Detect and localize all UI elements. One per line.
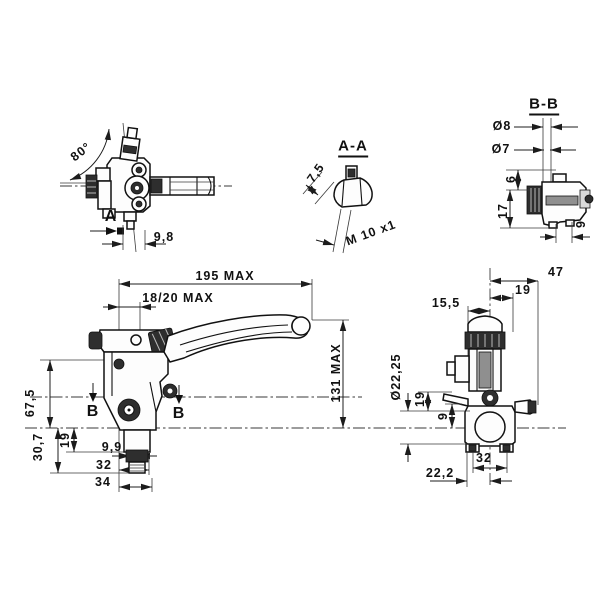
side-view-dim-32: 32	[476, 450, 492, 465]
top-view-drawing	[60, 122, 232, 253]
side-view-drawing	[400, 268, 539, 487]
front-view-drawing	[25, 279, 566, 492]
front-view-dim-67-5: 67,5	[22, 388, 37, 418]
front-view-dim-131-max: 131 MAX	[328, 343, 343, 403]
front-view-dim-30-7: 30,7	[30, 432, 45, 462]
section-bb-dim-17: 17	[495, 203, 510, 219]
side-view-dim-19-top: 19	[515, 282, 531, 297]
front-view-dim-19: 19	[57, 432, 72, 448]
front-view-dim-34: 34	[95, 474, 111, 489]
section-bb-dia-8: Ø8	[492, 118, 512, 133]
side-view-dim-22-2: 22,2	[425, 465, 455, 480]
side-view-dim-15-5: 15,5	[431, 295, 461, 310]
section-b-cut-label-left: B	[86, 403, 100, 420]
section-bb-title: B-B	[529, 97, 559, 116]
front-view-dim-195-max: 195 MAX	[195, 268, 255, 283]
section-bb-drawing	[500, 118, 594, 243]
section-bb-dim-6: 6	[503, 175, 518, 183]
side-view-dim-9: 9	[435, 412, 450, 420]
section-aa-title: A-A	[338, 139, 368, 158]
section-aa-drawing	[302, 165, 373, 254]
side-view-dim-19-side: 19	[412, 391, 427, 407]
section-b-cut-label-right: B	[172, 405, 186, 422]
section-a-cut-label: A	[104, 208, 118, 225]
front-view-dim-9-9: 9,9	[101, 439, 123, 454]
front-view-dim-18-20-max: 18/20 MAX	[142, 290, 214, 305]
top-view-dim-9-8: 9,8	[153, 229, 175, 244]
side-view-dim-47: 47	[548, 264, 564, 279]
section-bb-dia-7: Ø7	[491, 141, 511, 156]
side-view-dia-22-25: Ø22,25	[388, 353, 403, 401]
section-bb-dim-9: 9	[573, 220, 588, 228]
front-view-dim-32: 32	[96, 457, 112, 472]
